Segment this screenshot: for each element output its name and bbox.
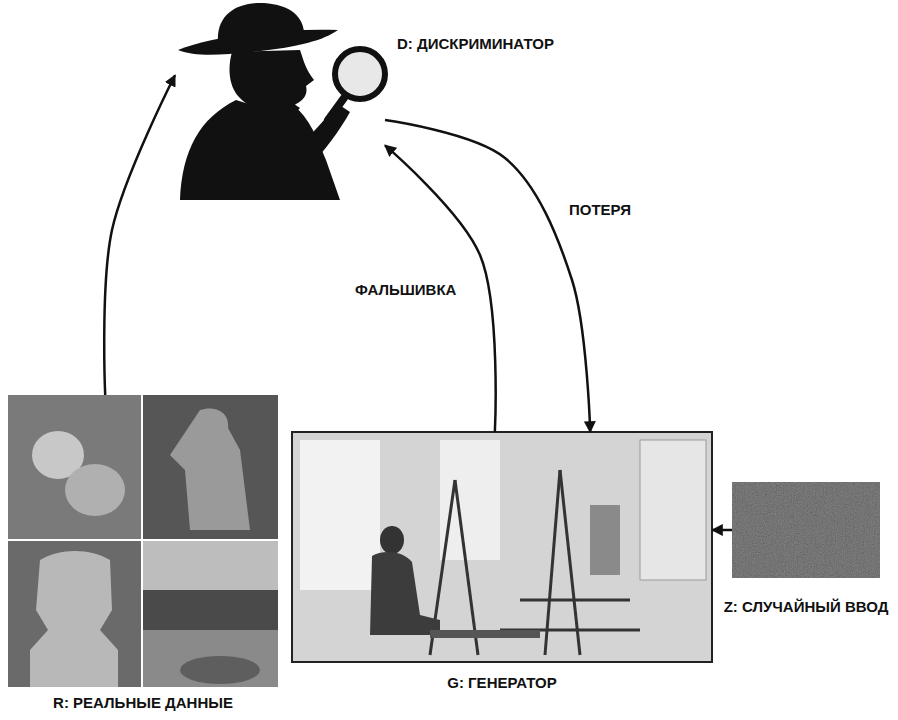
pipe [262,104,300,145]
flowers [180,656,260,684]
table [430,630,540,638]
node-label: D: ДИСКРИМИНАТОР [397,35,554,53]
trees [143,590,278,630]
lion-sculpture [30,551,118,687]
painter-head [380,526,404,554]
image-node: D: ДИСКРИМИНАТОР [175,5,385,200]
flow-arrow [385,120,590,432]
node-label: Z: СЛУЧАЙНЫЙ ВВОД [724,598,889,616]
easel-leg [455,480,478,655]
noise-box [732,482,880,578]
wall-drawing [640,440,706,580]
statue-figure [170,408,250,530]
node-label: G: ГЕНЕРАТОР [447,674,556,692]
photo-wolves [8,395,141,539]
edge-label: ПОТЕРЯ [566,200,634,220]
easel-bar [520,599,630,602]
flow-arrow [712,529,732,532]
detective-silhouette [178,3,385,200]
node-label: R: РЕАЛЬНЫЕ ДАННЫЕ [53,694,233,712]
easels [430,470,640,655]
pond [143,630,278,687]
window [440,440,500,560]
arm [296,104,350,168]
photo-statue [143,395,278,539]
photo-frame [292,432,712,662]
noise-grain [732,482,880,578]
image-node: Z: СЛУЧАЙНЫЙ ВВОД [732,482,880,578]
flow-arrow [104,75,175,395]
canvas [590,505,620,575]
edge-label: ФАЛЬШИВКА [352,280,459,300]
window [300,440,380,590]
painter-body [370,552,440,635]
image-node: R: РЕАЛЬНЫЕ ДАННЫЕ [8,395,278,687]
photo-landscape [143,541,278,687]
painter-photo [292,432,712,662]
magnifier-lens [335,49,385,99]
easel-leg [560,470,580,655]
magnifier-handle [328,98,344,120]
easel-leg [545,470,560,655]
photo-lion-capital [8,541,141,687]
image-node: G: ГЕНЕРАТОР [292,432,712,662]
photo-grid [8,395,278,687]
hat-brim [178,30,338,55]
wolf [65,464,125,516]
noise-ground [732,482,880,578]
